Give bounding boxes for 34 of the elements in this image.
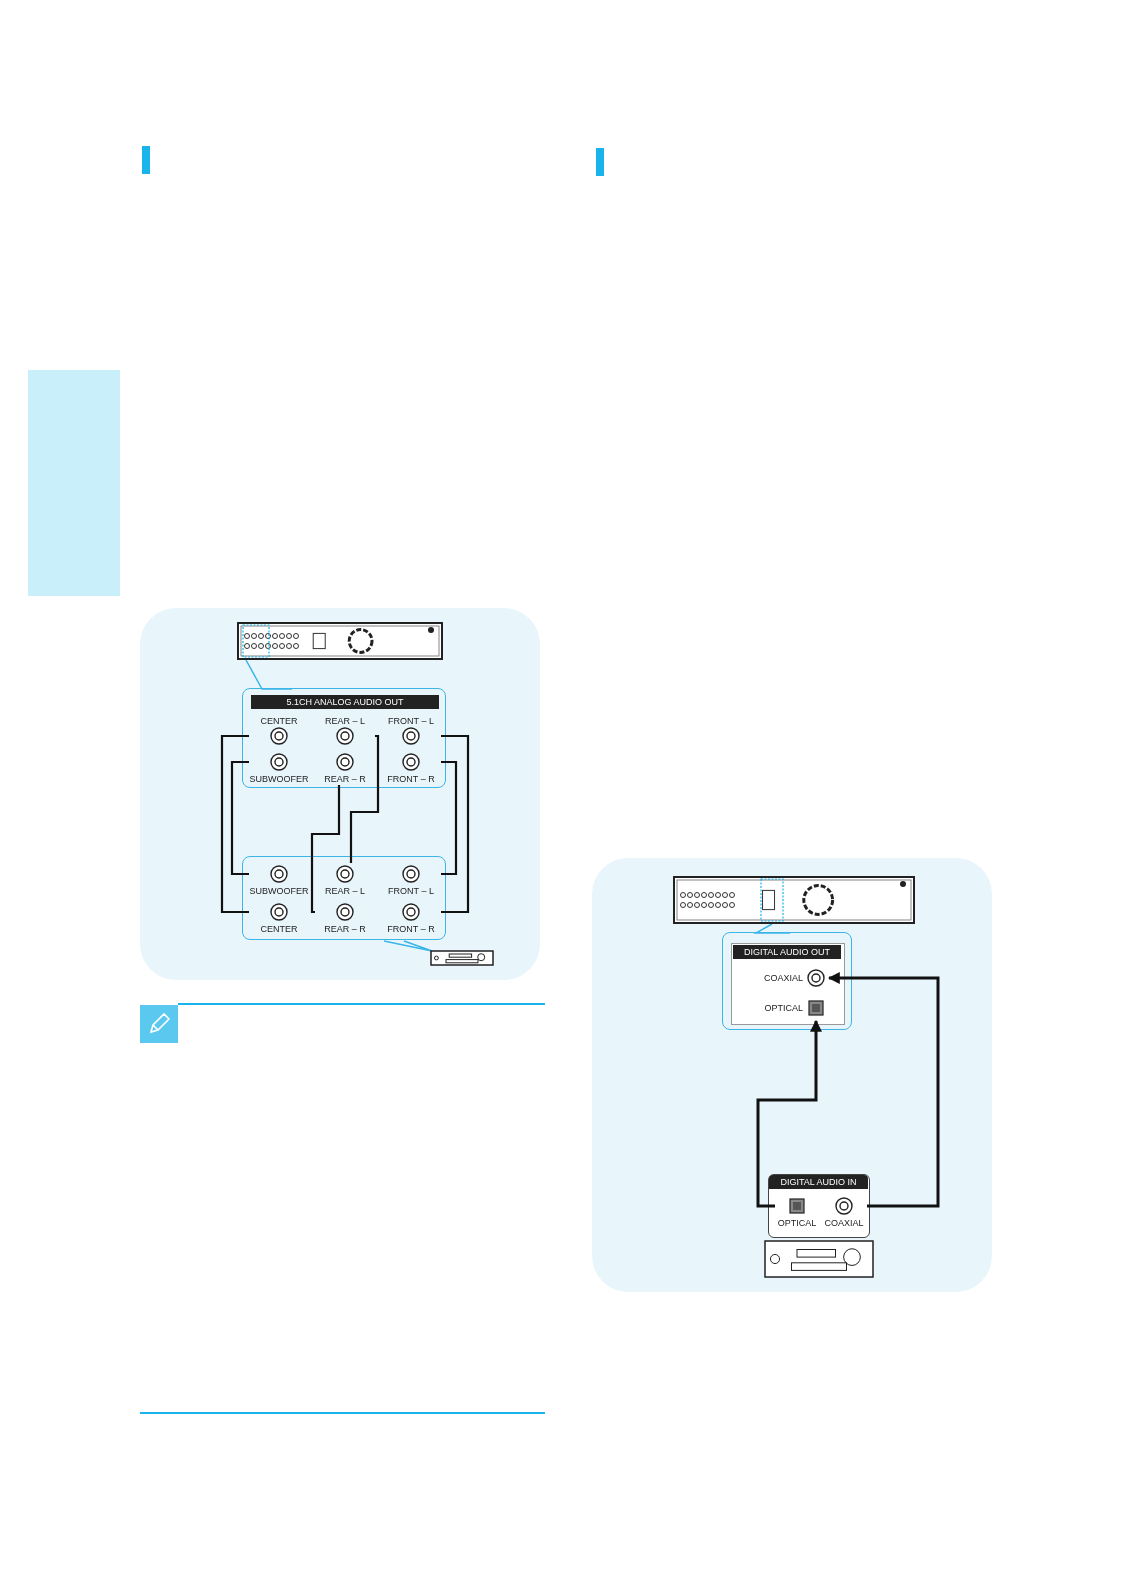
jack-label: FRONT – L (387, 716, 435, 727)
panel-heading: 5.1CH ANALOG AUDIO OUT (251, 695, 439, 709)
audio-jack (249, 751, 309, 785)
jack-label: CENTER (259, 716, 299, 727)
jack-label: FRONT – R (386, 774, 436, 785)
cable (349, 734, 380, 863)
panel-heading: DIGITAL AUDIO IN (769, 1175, 868, 1189)
cable (310, 785, 341, 914)
cable (441, 734, 470, 914)
cable (441, 760, 458, 876)
jack-label: REAR – R (323, 924, 367, 935)
jack-label: FRONT – L (387, 886, 435, 897)
jack-label: COAXIAL (763, 972, 803, 984)
jack-label: REAR – L (324, 886, 366, 897)
callout-bubble (242, 688, 446, 788)
audio-jack (249, 863, 309, 897)
jack-label: OPTICAL (776, 1218, 818, 1229)
cable (756, 1019, 822, 1208)
cable (827, 972, 940, 1208)
callout-bubble (722, 932, 852, 1030)
jack-label: REAR – R (323, 774, 367, 785)
jack-label: COAXIAL (823, 1218, 865, 1229)
jack-label: OPTICAL (763, 1002, 803, 1014)
callout-bubble (242, 856, 446, 940)
jack-label: REAR – L (324, 716, 366, 727)
cable (220, 734, 249, 914)
cable (230, 760, 249, 876)
panel-heading: DIGITAL AUDIO OUT (733, 945, 841, 959)
input-panel (768, 1174, 870, 1238)
jack-label: SUBWOOFER (249, 886, 309, 897)
side-tab (28, 370, 120, 596)
jack-label: FRONT – R (386, 924, 436, 935)
jack-label: SUBWOOFER (249, 774, 309, 785)
jack-label: CENTER (259, 924, 299, 935)
